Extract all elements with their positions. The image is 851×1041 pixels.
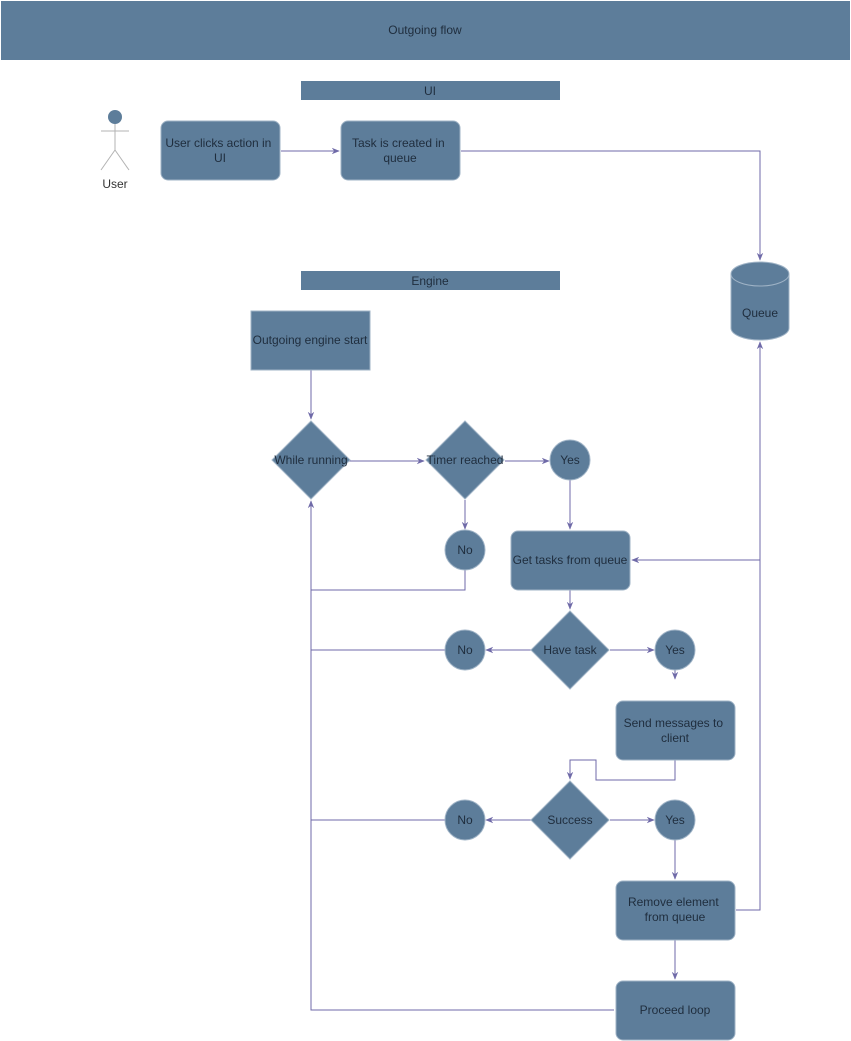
edge-send-to-success xyxy=(566,759,676,781)
lane-ui: UI xyxy=(301,81,560,100)
edge-proceed-loop-back xyxy=(307,500,614,1011)
node-timer-no: No xyxy=(444,529,486,571)
lane-engine: Engine xyxy=(301,271,560,290)
edge-remove-to-queue xyxy=(736,341,764,911)
svg-text:Yes: Yes xyxy=(665,643,685,657)
svg-text:No: No xyxy=(457,543,473,557)
svg-text:Timer reached: Timer reached xyxy=(427,453,504,467)
node-timer-yes: Yes xyxy=(549,439,591,481)
node-have-task-yes: Yes xyxy=(654,629,696,671)
svg-text:Task is created in queue: Task is created in queue xyxy=(352,136,448,165)
node-while-running: While running xyxy=(271,420,351,500)
node-success-no: No xyxy=(444,799,486,841)
edge-timer-no-loop xyxy=(311,570,466,591)
svg-text:No: No xyxy=(457,813,473,827)
svg-text:Send messages to client: Send messages to client xyxy=(624,716,727,745)
node-send-messages: Send messages to client xyxy=(615,700,736,761)
svg-text:Yes: Yes xyxy=(560,453,580,467)
svg-text:No: No xyxy=(457,643,473,657)
node-task-created: Task is created in queue xyxy=(340,120,461,181)
svg-text:Outgoing engine start: Outgoing engine start xyxy=(253,333,368,347)
node-success-yes: Yes xyxy=(654,799,696,841)
svg-text:Proceed loop: Proceed loop xyxy=(640,1003,711,1017)
header-bar: Outgoing flow xyxy=(1,1,850,60)
node-queue-database: Queue xyxy=(730,261,790,341)
lane-engine-label: Engine xyxy=(411,274,449,288)
user-actor-label: User xyxy=(102,177,127,191)
svg-text:Success: Success xyxy=(547,813,592,827)
svg-text:While running: While running xyxy=(274,453,347,467)
svg-text:Yes: Yes xyxy=(665,813,685,827)
node-proceed-loop: Proceed loop xyxy=(615,980,736,1041)
node-have-task-no: No xyxy=(444,629,486,671)
node-timer-reached: Timer reached xyxy=(425,420,505,500)
svg-text:Get tasks from queue: Get tasks from queue xyxy=(513,553,628,567)
edge-task-to-queue xyxy=(461,150,764,261)
node-engine-start: Outgoing engine start xyxy=(250,310,371,371)
svg-text:Have task: Have task xyxy=(543,643,597,657)
node-have-task: Have task xyxy=(530,610,610,690)
svg-text:Queue: Queue xyxy=(742,306,778,320)
edges xyxy=(281,147,764,1011)
svg-text:Remove element from queu: Remove element from queue xyxy=(628,895,722,924)
node-remove-element: Remove element from queue xyxy=(615,880,736,941)
lane-ui-label: UI xyxy=(424,84,436,98)
header-title: Outgoing flow xyxy=(388,23,462,37)
node-success: Success xyxy=(530,780,610,860)
node-user-clicks: User clicks action in UI xyxy=(160,120,281,181)
svg-text:User clicks action in UI: User clicks action in UI xyxy=(165,136,274,165)
user-actor-icon xyxy=(100,110,130,171)
node-get-tasks: Get tasks from queue xyxy=(510,530,631,591)
